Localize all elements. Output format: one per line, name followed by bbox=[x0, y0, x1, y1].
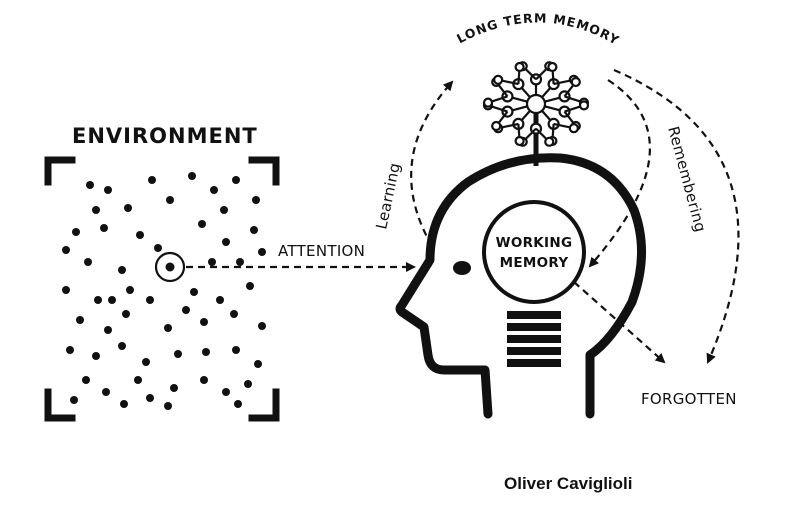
stimulus-dot bbox=[234, 400, 242, 408]
target-circle-icon bbox=[154, 251, 186, 283]
stimulus-dot bbox=[188, 172, 196, 180]
stimulus-dot bbox=[126, 286, 134, 294]
working-memory-circle bbox=[482, 200, 586, 304]
stimulus-dot bbox=[174, 350, 182, 358]
learning-arrow bbox=[410, 80, 454, 247]
stimulus-dot bbox=[164, 402, 172, 410]
forgotten-label: FORGOTTEN bbox=[641, 390, 737, 408]
neuron-node bbox=[570, 76, 581, 88]
stimulus-dot bbox=[170, 384, 178, 392]
stimulus-dot bbox=[232, 346, 240, 354]
stimulus-dot bbox=[134, 376, 142, 384]
stimulus-dot bbox=[154, 244, 162, 252]
stimulus-dot bbox=[236, 258, 244, 266]
stimulus-dot bbox=[66, 346, 74, 354]
neuron-node bbox=[525, 93, 547, 115]
stimulus-dot bbox=[258, 322, 266, 330]
neuron-node bbox=[514, 61, 525, 73]
working-memory-label-line1: WORKING bbox=[496, 235, 573, 251]
stimulus-dot bbox=[104, 186, 112, 194]
stimulus-dot bbox=[182, 306, 190, 314]
neural-network-tree-icon bbox=[482, 61, 590, 166]
stimulus-dot bbox=[84, 258, 92, 266]
stimulus-dot bbox=[210, 186, 218, 194]
stimulus-dot bbox=[122, 310, 130, 318]
stimulus-dot bbox=[104, 326, 112, 334]
stimulus-dot bbox=[230, 310, 238, 318]
eye-icon bbox=[453, 261, 471, 275]
stimulus-dot bbox=[202, 348, 210, 356]
memory-stack-icon bbox=[507, 311, 561, 367]
stimulus-dot bbox=[166, 196, 174, 204]
stimulus-dot bbox=[76, 316, 84, 324]
stimulus-dot bbox=[222, 238, 230, 246]
stimulus-dot bbox=[118, 342, 126, 350]
environment-stimuli bbox=[62, 172, 266, 410]
stimulus-dot bbox=[246, 282, 254, 290]
stimulus-dot bbox=[118, 266, 126, 274]
neuron-node bbox=[514, 135, 525, 147]
stimulus-dot bbox=[258, 248, 266, 256]
stimulus-dot bbox=[124, 204, 132, 212]
stimulus-dot bbox=[146, 296, 154, 304]
stimulus-dot bbox=[100, 224, 108, 232]
ltm-forgetting-arrow bbox=[613, 68, 740, 364]
neuron-node bbox=[568, 123, 579, 134]
stimulus-dot bbox=[108, 296, 116, 304]
neuron-node bbox=[578, 100, 590, 111]
stimulus-dot bbox=[254, 360, 262, 368]
stimulus-dot bbox=[232, 176, 240, 184]
neuron-node bbox=[544, 136, 555, 147]
stimulus-dot bbox=[70, 396, 78, 404]
stimulus-dot bbox=[190, 288, 198, 296]
environment-frame bbox=[44, 156, 280, 422]
stimulus-dot bbox=[142, 358, 150, 366]
stimulus-dot bbox=[200, 318, 208, 326]
remembering-label: Remembering bbox=[664, 124, 710, 234]
neuron-node bbox=[491, 120, 502, 132]
stimulus-dot bbox=[198, 220, 206, 228]
stimulus-dot bbox=[222, 388, 230, 396]
attention-label: ATTENTION bbox=[278, 242, 365, 260]
head-profile-icon bbox=[395, 153, 646, 419]
stimulus-dot bbox=[146, 394, 154, 402]
working-memory-label-line2: MEMORY bbox=[500, 255, 569, 271]
stimulus-dot bbox=[250, 226, 258, 234]
remembering-arrow bbox=[588, 79, 651, 268]
long-term-memory-label: LONG TERM MEMORY bbox=[454, 10, 622, 48]
stimulus-dot bbox=[62, 286, 70, 294]
wm-forgetting-arrow bbox=[573, 281, 666, 364]
stimulus-dot bbox=[72, 228, 80, 236]
author-credit: Oliver Caviglioli bbox=[504, 474, 633, 493]
stimulus-dot bbox=[148, 176, 156, 184]
neuron-node bbox=[493, 74, 504, 85]
stimulus-dot bbox=[62, 246, 70, 254]
stimulus-dot bbox=[120, 400, 128, 408]
environment-title: ENVIRONMENT bbox=[72, 124, 258, 148]
stimulus-dot bbox=[94, 296, 102, 304]
stimulus-dot bbox=[216, 296, 224, 304]
neuron-node bbox=[482, 97, 494, 108]
stimulus-dot bbox=[244, 380, 252, 388]
neuron-node bbox=[547, 61, 558, 73]
stimulus-dot bbox=[92, 206, 100, 214]
stimulus-dot bbox=[92, 352, 100, 360]
stimulus-dot bbox=[200, 376, 208, 384]
stimulus-dot bbox=[220, 206, 228, 214]
stimulus-dot bbox=[102, 388, 110, 396]
learning-label: Learning bbox=[372, 161, 404, 231]
stimulus-dot bbox=[252, 196, 260, 204]
stimulus-dot bbox=[164, 324, 172, 332]
stimulus-dot bbox=[208, 258, 216, 266]
stimulus-dot bbox=[136, 231, 144, 239]
stimulus-dot bbox=[86, 181, 94, 189]
stimulus-dot bbox=[82, 376, 90, 384]
